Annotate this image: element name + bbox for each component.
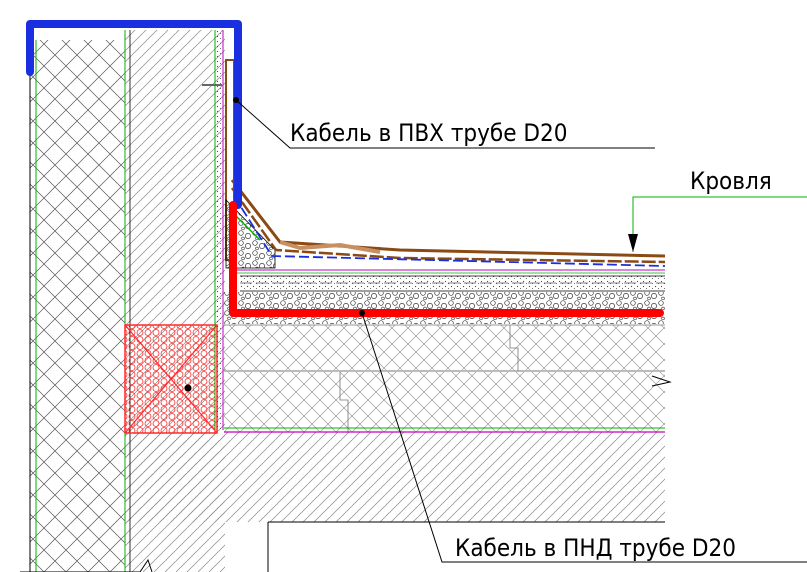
leader-roof: Кровля xyxy=(628,167,807,252)
leader-cable-pvc: Кабель в ПВХ трубе D20 xyxy=(235,99,655,149)
label-roof: Кровля xyxy=(690,167,772,195)
label-cable-pnd: Кабель в ПНД трубе D20 xyxy=(455,534,736,562)
break-line-icon xyxy=(139,558,153,572)
masonry-wall xyxy=(20,30,140,572)
roof-membrane xyxy=(230,179,666,267)
leader-cable-pnd: Кабель в ПНД трубе D20 xyxy=(361,312,807,563)
roof-insulation-slabs xyxy=(224,324,672,433)
gravel-layers xyxy=(224,269,665,324)
label-cable-pvc: Кабель в ПВХ трубе D20 xyxy=(290,119,567,147)
concrete-slab xyxy=(125,30,665,572)
insulation-block xyxy=(124,324,218,434)
